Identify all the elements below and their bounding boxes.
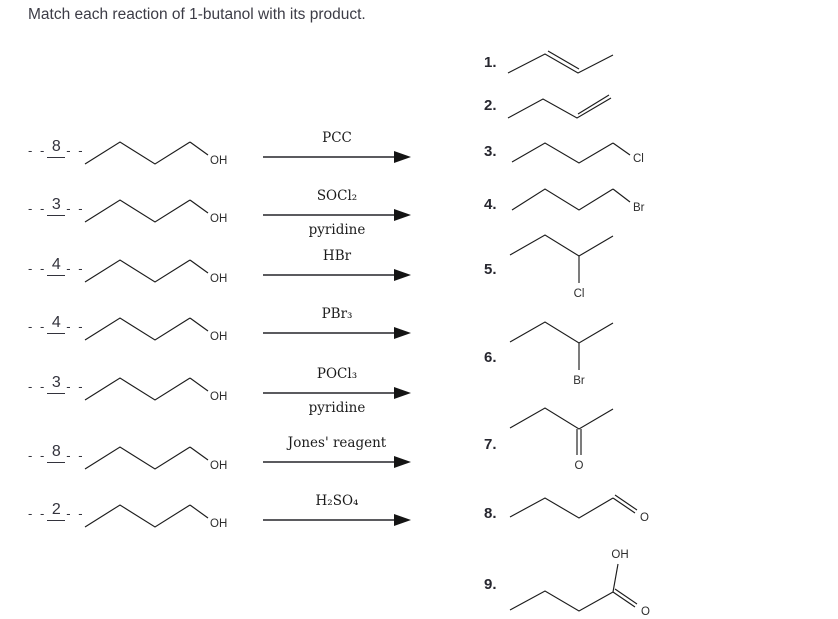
reagent-label-pyridine: pyridine — [308, 222, 366, 238]
butanol-structure: OH — [84, 259, 227, 285]
reaction-arrow — [263, 456, 411, 468]
blank-dash: - - — [66, 448, 85, 463]
answer-value: 2 — [47, 502, 66, 521]
reaction-arrow — [263, 209, 411, 221]
reaction-arrow — [263, 387, 411, 399]
blank-dash: - - — [28, 379, 47, 394]
product-structure-butan-2-one: O — [509, 407, 614, 472]
product-structure-butanoic-acid: OH O — [509, 549, 650, 618]
answer-blank-7[interactable]: - -2- - — [28, 502, 85, 521]
answer-blank-3[interactable]: - -4- - — [28, 257, 85, 276]
product-number-1: 1. — [484, 54, 497, 71]
answer-value: 8 — [47, 444, 66, 463]
butanol-structure: OH — [84, 446, 227, 472]
answer-value: 4 — [47, 315, 66, 334]
reagent-label-pyridine: pyridine — [308, 400, 366, 416]
hydroxyl-label: OH — [210, 391, 227, 403]
blank-dash: - - — [28, 261, 47, 276]
question-title: Match each reaction of 1-butanol with it… — [28, 6, 366, 23]
blank-dash: - - — [66, 319, 85, 334]
hydroxyl-label: OH — [210, 460, 227, 472]
answer-value: 8 — [47, 139, 66, 158]
product-number-7: 7. — [484, 436, 497, 453]
reaction-arrow — [263, 269, 411, 281]
hydroxyl-label: OH — [611, 549, 628, 561]
answer-blank-1[interactable]: - -8- - — [28, 139, 85, 158]
blank-dash: - - — [66, 261, 85, 276]
product-structure-1-butene — [507, 94, 612, 119]
reagent-label-socl2: SOCl₂ — [316, 188, 358, 204]
product-structure-1-bromobutane: Br — [511, 188, 645, 214]
blank-dash: - - — [66, 201, 85, 216]
product-number-3: 3. — [484, 143, 497, 160]
product-number-6: 6. — [484, 349, 497, 366]
reaction-arrow — [263, 327, 411, 339]
blank-dash: - - — [28, 201, 47, 216]
hydroxyl-label: OH — [210, 155, 227, 167]
blank-dash: - - — [28, 506, 47, 521]
oxygen-label: O — [640, 512, 649, 524]
answer-blank-5[interactable]: - -3- - — [28, 375, 85, 394]
reagent-label-pocl3: POCl₃ — [316, 366, 358, 382]
answer-value: 3 — [47, 197, 66, 216]
blank-dash: - - — [66, 379, 85, 394]
reagent-label-pcc: PCC — [322, 130, 352, 146]
hydroxyl-label: OH — [210, 213, 227, 225]
blank-dash: - - — [66, 506, 85, 521]
reagent-label-jones: Jones' reagent — [287, 435, 387, 451]
product-structure-2-chlorobutane: Cl — [509, 234, 614, 300]
butanol-structure: OH — [84, 141, 227, 167]
butanol-structure: OH — [84, 377, 227, 403]
product-number-5: 5. — [484, 261, 497, 278]
product-number-4: 4. — [484, 196, 497, 213]
product-number-8: 8. — [484, 505, 497, 522]
answer-value: 4 — [47, 257, 66, 276]
chlorine-label: Cl — [633, 153, 644, 165]
oxygen-label: O — [575, 460, 584, 472]
blank-dash: - - — [28, 143, 47, 158]
answer-blank-6[interactable]: - -8- - — [28, 444, 85, 463]
blank-dash: - - — [28, 319, 47, 334]
hydroxyl-label: OH — [210, 273, 227, 285]
butanol-structure: OH — [84, 199, 227, 225]
blank-dash: - - — [28, 448, 47, 463]
product-structure-2-bromobutane: Br — [509, 321, 614, 387]
hydroxyl-label: OH — [210, 331, 227, 343]
product-structure-trans-2-butene — [507, 50, 614, 74]
reagent-label-h2so4: H₂SO₄ — [315, 493, 359, 509]
answer-value: 3 — [47, 375, 66, 394]
blank-dash: - - — [66, 143, 85, 158]
reagent-label-pbr3: PBr₃ — [321, 306, 353, 322]
reaction-arrow — [263, 514, 411, 526]
product-number-2: 2. — [484, 97, 497, 114]
butanol-structure: OH — [84, 317, 227, 343]
answer-blank-2[interactable]: - -3- - — [28, 197, 85, 216]
chlorine-label: Cl — [574, 288, 585, 300]
product-structure-butanal: O — [509, 494, 649, 524]
butanol-structure: OH — [84, 504, 227, 530]
reagent-label-hbr: HBr — [322, 248, 352, 264]
bromine-label: Br — [633, 202, 645, 214]
product-structure-1-chlorobutane: Cl — [511, 142, 644, 165]
hydroxyl-label: OH — [210, 518, 227, 530]
answer-blank-4[interactable]: - -4- - — [28, 315, 85, 334]
oxygen-label: O — [641, 606, 650, 618]
bromine-label: Br — [573, 375, 585, 387]
product-number-9: 9. — [484, 576, 497, 593]
reaction-arrow — [263, 151, 411, 163]
